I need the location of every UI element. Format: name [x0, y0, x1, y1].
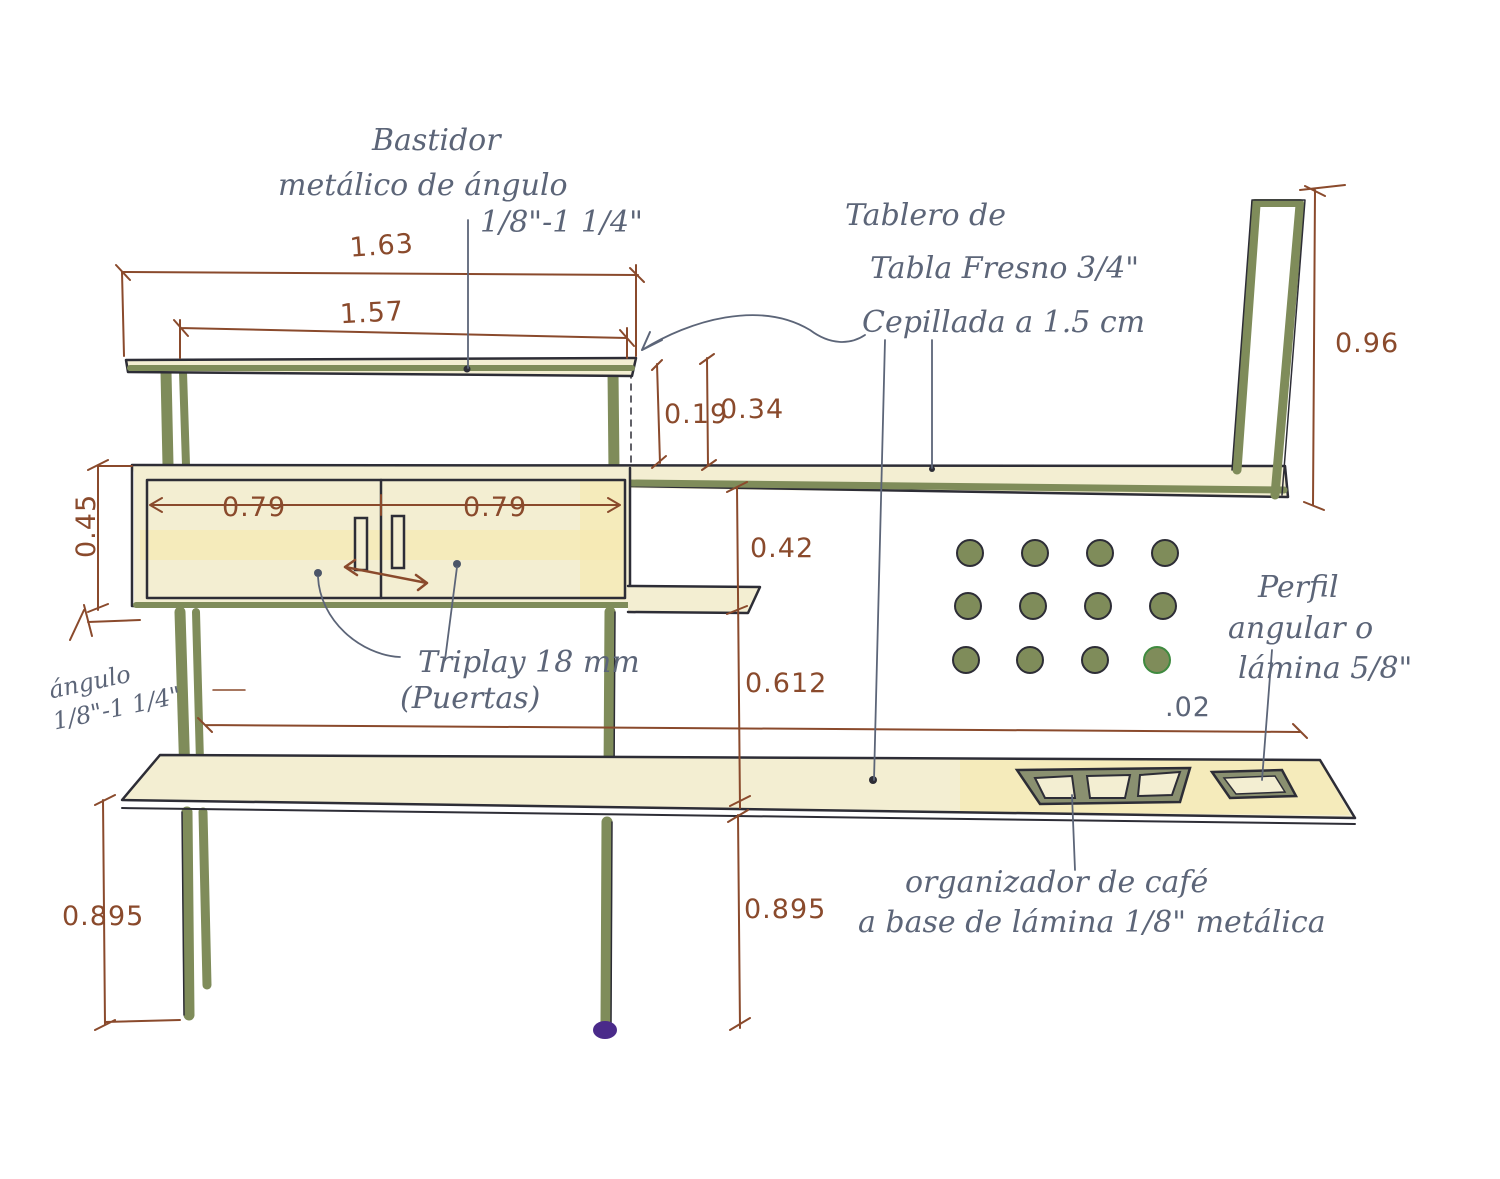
middle-legs — [174, 606, 616, 784]
note-triplay-1: Triplay 18 mm — [418, 645, 640, 680]
knob-grid — [952, 539, 1179, 674]
annotations: Bastidor metálico de ángulo 1/8"-1 1/4" … — [46, 123, 1412, 940]
dim-cabinet-height: 0.45 — [71, 494, 102, 558]
note-organizer-1: organizador de café — [905, 865, 1208, 900]
upper-legs — [160, 366, 632, 476]
door-handle-left — [353, 516, 369, 572]
small-shelf — [626, 584, 762, 615]
note-board-3: Cepillada a 1.5 cm — [862, 305, 1145, 340]
leg-foot — [593, 1021, 617, 1039]
note-profile-1: Perfil — [1257, 570, 1339, 605]
side-post — [1231, 199, 1306, 500]
note-profile-3: lámina 5/8" — [1238, 651, 1412, 686]
leader-lines — [317, 219, 1273, 871]
note-profile-2: angular o — [1228, 611, 1373, 646]
note-frame-3: 1/8"-1 1/4" — [480, 205, 643, 240]
dim-shelf-low: 0.612 — [745, 668, 827, 699]
note-board-1: Tablero de — [845, 198, 1006, 233]
note-frame-2: metálico de ángulo — [278, 168, 568, 203]
dim-top-outer: 1.63 — [349, 228, 415, 263]
dim-door-left: 0.79 — [222, 492, 286, 523]
counter-top — [120, 753, 1357, 825]
dim-door-right: 0.79 — [463, 492, 527, 523]
dimension-labels: 1.63 1.57 0.19 0.34 0.96 0.45 0.79 0.79 … — [62, 228, 1399, 932]
lower-legs — [181, 806, 617, 1039]
profile-tray — [1209, 768, 1299, 800]
door-handle-right — [390, 514, 406, 570]
dim-top-inner: 1.57 — [339, 296, 405, 330]
dim-upper-small: 0.19 — [664, 399, 728, 430]
dim-side-post: 0.96 — [1335, 328, 1399, 359]
coffee-organizer — [1014, 766, 1192, 806]
note-triplay-2: (Puertas) — [400, 681, 540, 716]
note-organizer-2: a base de lámina 1/8" metálica — [858, 905, 1326, 940]
dim-shelf-mid: 0.42 — [750, 533, 814, 564]
dim-counter-right: 0.895 — [744, 894, 826, 925]
top-shelf — [124, 356, 638, 378]
note-board-2: Tabla Fresno 3/4" — [870, 251, 1139, 286]
dim-upper-large: 0.34 — [720, 394, 784, 425]
dim-profile-offset: .02 — [1165, 692, 1211, 723]
cabinet — [130, 464, 633, 608]
note-frame-1: Bastidor — [371, 123, 502, 158]
dim-counter-left: 0.895 — [62, 901, 144, 932]
dimension-lines — [69, 184, 1346, 1031]
